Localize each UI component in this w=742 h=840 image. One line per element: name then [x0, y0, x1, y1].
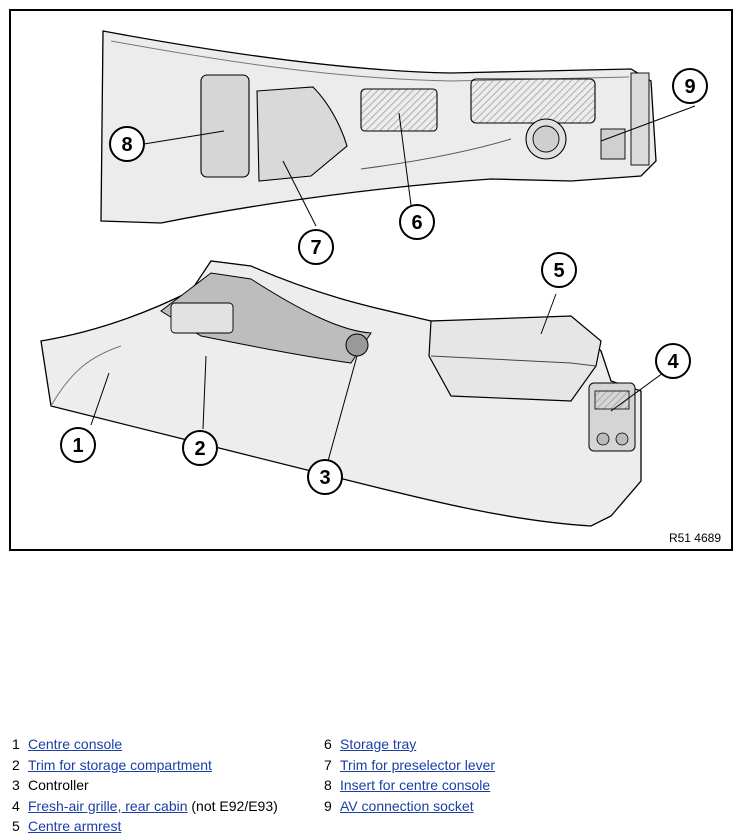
svg-text:6: 6: [411, 212, 422, 234]
exploded-view-diagram: 8 9 6 7 5 4 1 2: [9, 9, 733, 551]
legend-item-number: 8: [324, 777, 332, 793]
legend-item: 1 Centre console: [12, 734, 278, 755]
legend-item-number: 9: [324, 797, 332, 814]
callout-8: 8: [109, 126, 145, 162]
legend-item-link[interactable]: Trim for storage compartment: [28, 756, 212, 773]
legend-item-number: 6: [324, 736, 332, 752]
legend-item-note: (not E92/E93): [187, 797, 278, 814]
legend-item-number: 3: [12, 777, 20, 793]
svg-text:9: 9: [684, 76, 695, 98]
legend-item: 3 Controller: [12, 775, 278, 796]
callout-6: 6: [399, 204, 435, 240]
legend-item-link[interactable]: AV connection socket: [340, 797, 474, 814]
legend-item: 9 AV connection socket: [324, 796, 495, 817]
legend-item-label: Controller: [28, 777, 89, 793]
console-illustration: 8 9 6 7 5 4 1 2: [40, 30, 708, 527]
legend-item-link[interactable]: Centre console: [28, 736, 123, 752]
callout-1: 1: [60, 427, 96, 463]
legend-item-number: 7: [324, 756, 332, 773]
legend-item-link[interactable]: Trim for preselector lever: [340, 756, 496, 773]
legend-item-number: 4: [12, 797, 20, 814]
legend-item: 6 Storage tray: [324, 734, 495, 755]
legend-item: 4 Fresh-air grille, rear cabin (not E92/E…: [12, 796, 278, 817]
legend-item-number: 1: [12, 736, 20, 752]
svg-text:7: 7: [310, 237, 321, 259]
legend-column-right: 6 Storage tray 7 Trim for preselector lever…: [324, 734, 495, 816]
callout-2: 2: [182, 430, 218, 466]
callout-7: 7: [298, 229, 334, 265]
svg-text:5: 5: [553, 260, 564, 282]
legend-item-number: 5: [12, 818, 20, 834]
upper-trim-panel: [100, 30, 657, 224]
callout-9: 9: [672, 68, 708, 104]
lower-console-body: [40, 260, 642, 527]
legend-column-left: 1 Centre console 2 Trim for storage compart…: [12, 734, 278, 837]
svg-text:3: 3: [319, 467, 330, 489]
legend-item: 2 Trim for storage compartment: [12, 755, 278, 776]
legend-item-link[interactable]: Fresh-air grille, rear cabin: [28, 797, 188, 814]
svg-text:4: 4: [667, 351, 679, 373]
figure-reference: R51 4689: [668, 531, 721, 545]
legend-item-number: 2: [12, 756, 20, 773]
legend-item: 7 Trim for preselector lever: [324, 755, 495, 776]
callout-3: 3: [307, 459, 343, 495]
leader-lines: [90, 105, 696, 462]
svg-text:2: 2: [194, 438, 205, 460]
legend-item-link[interactable]: Storage tray: [340, 736, 417, 752]
callout-4: 4: [655, 343, 691, 379]
svg-text:8: 8: [121, 134, 132, 156]
legend-item-link[interactable]: Insert for centre console: [340, 777, 491, 793]
legend-item-link[interactable]: Centre armrest: [28, 818, 122, 834]
legend-item: 5 Centre armrest: [12, 816, 278, 837]
svg-text:1: 1: [72, 435, 83, 457]
callout-5: 5: [541, 252, 577, 288]
legend-item: 8 Insert for centre console: [324, 775, 495, 796]
